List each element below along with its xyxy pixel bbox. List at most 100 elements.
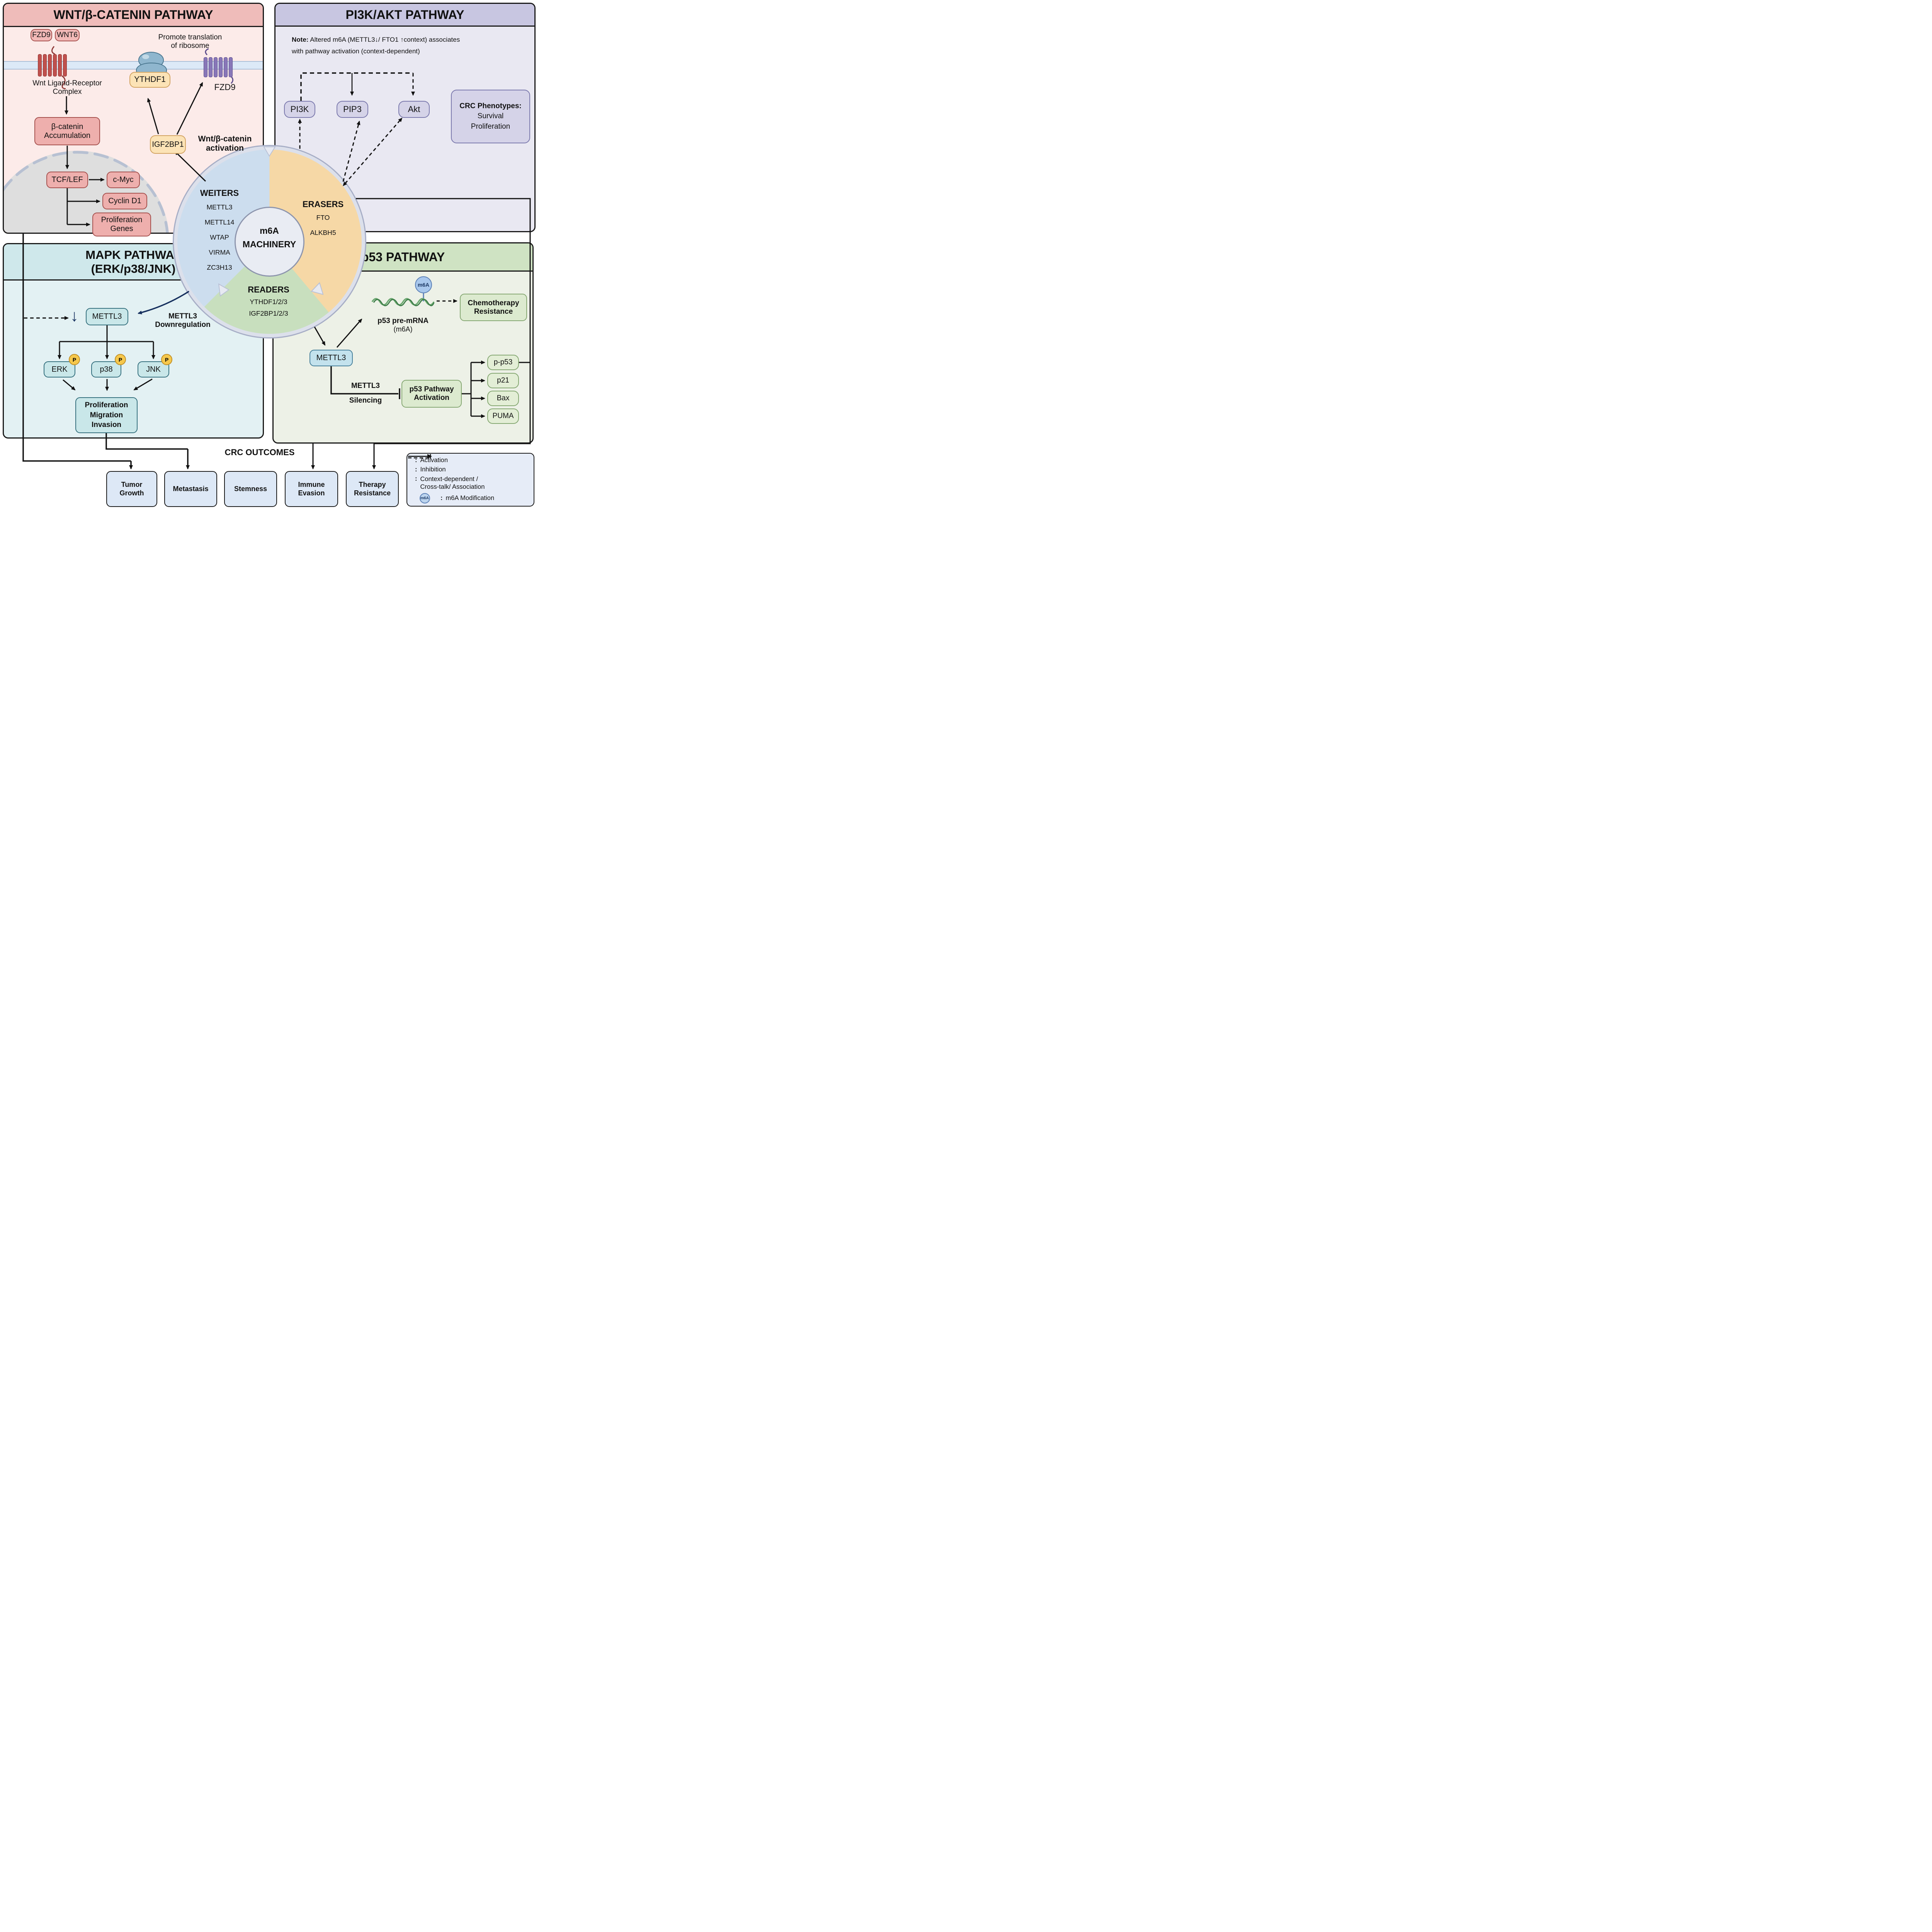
m6a-balloon: m6A bbox=[415, 276, 432, 293]
downreg-line2: Downregulation bbox=[155, 321, 211, 329]
legend-inhibition-label: Inhibition bbox=[420, 466, 446, 473]
legend-box: : Activation : Inhibition : Context-depe… bbox=[406, 453, 534, 507]
mettl3-mapk-box: METTL3 bbox=[86, 308, 128, 325]
p21-pill: p21 bbox=[487, 373, 519, 388]
p21-label: p21 bbox=[497, 376, 509, 385]
note-bold: Note: bbox=[292, 36, 309, 43]
pi3k-panel-title: PI3K/AKT PATHWAY bbox=[345, 7, 464, 22]
ythdf1-label: YTHDF1 bbox=[134, 75, 166, 84]
outcome-label: Therapy Resistance bbox=[354, 480, 391, 497]
curved-arrow-wheel-to-mettl3 bbox=[138, 291, 189, 315]
wheel-inner-circle bbox=[235, 207, 304, 277]
wheel-center-line1: m6A bbox=[260, 226, 279, 236]
readers-item-text: YTHDF1/2/3 bbox=[250, 298, 287, 306]
wnt6-pill-label: WNT6 bbox=[57, 31, 78, 39]
writers-item-text: METTL14 bbox=[204, 218, 235, 226]
wnt-activation-label: Wnt/β-catenin activation bbox=[198, 134, 252, 153]
arrow-mettl3-to-premrna bbox=[336, 318, 362, 348]
note-rest: Altered m6A (METTL3↓/ FTO1 ↑context) ass… bbox=[308, 36, 460, 43]
legend-colon: : bbox=[415, 457, 417, 464]
p53-activation-line1: p53 Pathway bbox=[409, 385, 454, 394]
outcome-metastasis: Metastasis bbox=[164, 471, 217, 507]
tcflef-label: TCF/LEF bbox=[51, 175, 83, 184]
crc-phenotypes-box: CRC Phenotypes: Survival Proliferation bbox=[451, 90, 530, 143]
outcome-label: Tumor Growth bbox=[119, 480, 144, 497]
outcome-label: Metastasis bbox=[173, 485, 209, 493]
arrow-jnk-to-prolif bbox=[133, 378, 153, 391]
ligand-line1: Wnt Ligand-Receptor bbox=[32, 79, 102, 87]
outcome-label: Stemness bbox=[234, 485, 267, 493]
mettl3-p53-box: METTL3 bbox=[310, 350, 353, 366]
wnt-panel-header: WNT/β-CATENIN PATHWAY bbox=[4, 4, 263, 27]
wnt-activation-line2: activation bbox=[206, 144, 244, 153]
legend-row-m6a: m6A : m6A Modification bbox=[412, 493, 530, 503]
erasers-item-alkbh5: ALKBH5 bbox=[310, 229, 336, 237]
writers-item-text: VIRMA bbox=[209, 248, 230, 256]
readers-item-ythdf: YTHDF1/2/3 bbox=[250, 298, 287, 306]
cmyc-label: c-Myc bbox=[113, 175, 134, 184]
pi3k-pill: PI3K bbox=[284, 101, 315, 118]
wnt6-pill: WNT6 bbox=[55, 29, 80, 41]
writers-item-virma: VIRMA bbox=[209, 248, 230, 257]
pp53-label: p-p53 bbox=[493, 358, 513, 367]
legend-context-line2: Cross-talk/ Association bbox=[420, 483, 485, 491]
mettl3-silencing-label-bottom: Silencing bbox=[349, 396, 382, 405]
pi3k-panel-header: PI3K/AKT PATHWAY bbox=[276, 4, 534, 27]
mapk-panel-title-line2: (ERK/p38/JNK) bbox=[91, 262, 176, 276]
fzd9-receptor-icon bbox=[204, 57, 235, 77]
wheel-flow-arrow-left bbox=[218, 283, 230, 297]
bcatenin-box: β-catenin Accumulation bbox=[34, 117, 100, 145]
ligand-receptor-label: Wnt Ligand-Receptor Complex bbox=[32, 79, 102, 96]
connector-layer bbox=[4, 46, 531, 469]
crc-outcomes-text: CRC OUTCOMES bbox=[224, 447, 295, 457]
wheel-center-label: m6A MACHINERY bbox=[243, 224, 296, 251]
erasers-item-fto: FTO bbox=[316, 214, 330, 222]
outcome-label: Immune Evasion bbox=[298, 480, 325, 497]
mettl3-distributor bbox=[60, 325, 153, 342]
ythdf1-box: YTHDF1 bbox=[129, 72, 170, 88]
premrna-line2: (m6A) bbox=[393, 325, 413, 333]
bax-pill: Bax bbox=[487, 391, 519, 406]
puma-label: PUMA bbox=[492, 412, 514, 420]
legend-colon: : bbox=[415, 466, 417, 473]
arrow-wheel-to-mettl3-p53 bbox=[314, 327, 326, 346]
writers-item-wtap: WTAP bbox=[210, 233, 229, 242]
outcome-immune-evasion: Immune Evasion bbox=[285, 471, 338, 507]
bcatenin-line2: Accumulation bbox=[44, 131, 91, 140]
legend-row-context: : Context-dependent / Cross-talk/ Associ… bbox=[408, 457, 530, 491]
fzd9-pill-label: FZD9 bbox=[32, 31, 51, 39]
promote-line2: of ribosome bbox=[171, 42, 209, 50]
pmi-line1: Proliferation bbox=[85, 401, 128, 410]
wnt-to-tumor-route bbox=[22, 234, 131, 462]
outcome-tumor-growth: Tumor Growth bbox=[106, 471, 157, 507]
phenotypes-title: CRC Phenotypes: bbox=[459, 102, 522, 110]
phenotype-survival: Survival bbox=[477, 112, 504, 121]
prolif-genes-line1: Proliferation bbox=[101, 216, 143, 224]
pmi-line2: Migration bbox=[90, 411, 123, 419]
wnt-panel-title: WNT/β-CATENIN PATHWAY bbox=[53, 8, 213, 22]
legend-row-inhibition: : Inhibition bbox=[408, 454, 530, 473]
wnt-activation-line1: Wnt/β-catenin bbox=[198, 134, 252, 143]
premrna-squiggle-dark bbox=[373, 299, 435, 306]
pip3-pill: PIP3 bbox=[337, 101, 368, 118]
p53-activation-box: p53 Pathway Activation bbox=[401, 380, 462, 408]
igf2bp1-box: IGF2BP1 bbox=[150, 135, 186, 154]
p53-activation-line2: Activation bbox=[414, 394, 449, 402]
arrow-wheel-to-igf2bp1 bbox=[174, 151, 206, 182]
bax-label: Bax bbox=[497, 394, 510, 403]
writers-item-zc3h13: ZC3H13 bbox=[207, 264, 232, 272]
writers-item-text: METTL3 bbox=[206, 203, 233, 211]
writers-item-mettl14: METTL14 bbox=[205, 218, 235, 226]
erasers-title: ERASERS bbox=[303, 199, 344, 209]
chemo-resistance-box: Chemotherapy Resistance bbox=[460, 294, 527, 321]
down-arrow-glyph: ↓ bbox=[70, 306, 78, 325]
m6a-balloon-label: m6A bbox=[417, 282, 430, 288]
dashed-arrow-wheel-to-akt bbox=[343, 117, 403, 186]
cyclind1-box: Cyclin D1 bbox=[102, 193, 147, 209]
pip3-pill-label: PIP3 bbox=[343, 104, 362, 114]
legend-activation-label: Activation bbox=[420, 457, 448, 464]
m6a-machinery-wheel bbox=[173, 145, 366, 338]
arrow-igf2bp1-to-fzd9 bbox=[176, 82, 203, 135]
promote-line1: Promote translation bbox=[158, 33, 222, 41]
readers-title: READERS bbox=[248, 285, 289, 295]
